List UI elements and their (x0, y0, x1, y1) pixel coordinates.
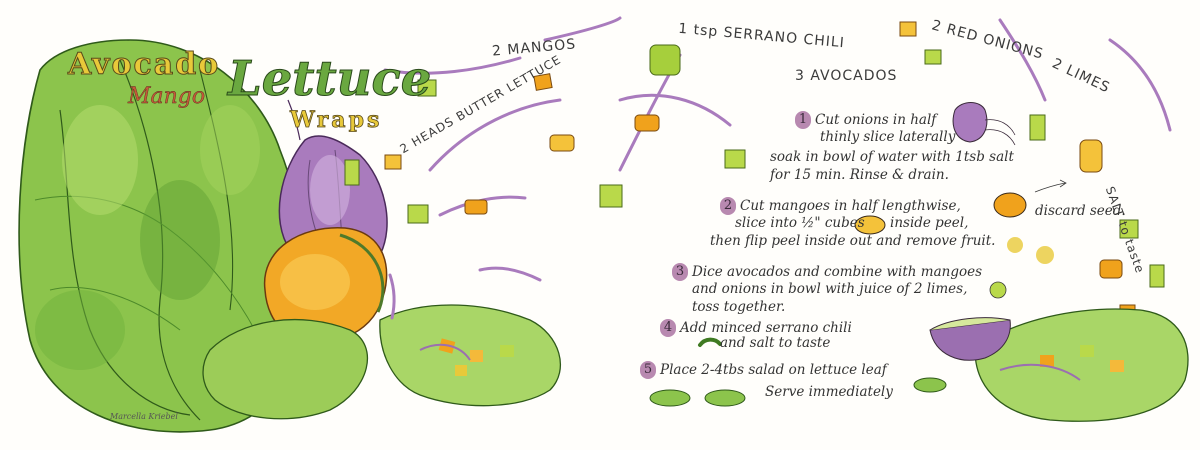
serrano-chili-sketch (698, 337, 722, 347)
lettuce-wrap-right (974, 308, 1189, 422)
step-2-line-4: then flip peel inside out and remove fru… (710, 233, 996, 249)
mini-wraps-sketch (649, 377, 947, 407)
step-5-badge: 5 (640, 360, 656, 379)
step-4-line-1: Add minced serrano chili (680, 320, 852, 336)
avocado-cubes (344, 44, 1165, 288)
mango-half-illustration (263, 227, 388, 343)
step-1-line-3: soak in bowl of water with 1tsb salt (770, 149, 1014, 165)
ingredient-avocados: 3 AVOCADOS (795, 68, 898, 84)
step-2-line-1: Cut mangoes in half lengthwise, (740, 198, 961, 214)
step-3-line-3: toss together. (692, 299, 786, 315)
step-5-line-2: Serve immediately (765, 384, 893, 400)
step-4-line-2: and salt to taste (720, 335, 831, 351)
step-1-line-4: for 15 min. Rinse & drain. (770, 167, 949, 183)
step-2-badge: 2 (720, 196, 736, 215)
step-1-badge: 1 (795, 110, 811, 129)
artist-signature: Marcella Kriebel (110, 412, 178, 421)
step-4-badge: 4 (660, 318, 676, 337)
step-1-line-1: Cut onions in half (815, 112, 937, 128)
title-line-avocado: Avocado (67, 47, 221, 82)
step-3-line-2: and onions in bowl with juice of 2 limes… (692, 281, 968, 297)
step-2-line-2: slice into ½" cubes (735, 215, 865, 231)
lettuce-head-illustration (18, 39, 310, 433)
step-3-line-1: Dice avocados and combine with mangoes (692, 264, 982, 280)
lettuce-leaf-front (202, 319, 369, 420)
onion-slice-sketch (952, 102, 1016, 146)
title-line-wraps: Wraps (290, 107, 383, 133)
step-3-badge: 3 (672, 262, 688, 281)
lettuce-wrap-left (379, 304, 561, 407)
step-1-line-2: thinly slice laterally (820, 129, 956, 145)
mango-cube-sketch (854, 179, 1067, 264)
step-5-line-1: Place 2-4tbs salad on lettuce leaf (660, 362, 887, 378)
step-2-extra: discard seed. (1035, 203, 1126, 219)
mixing-bowl-sketch (929, 281, 1011, 361)
step-2-line-3: inside peel, (890, 215, 969, 231)
title-line-mango: Mango (128, 84, 206, 109)
title-line-lettuce: Lettuce (227, 51, 432, 107)
